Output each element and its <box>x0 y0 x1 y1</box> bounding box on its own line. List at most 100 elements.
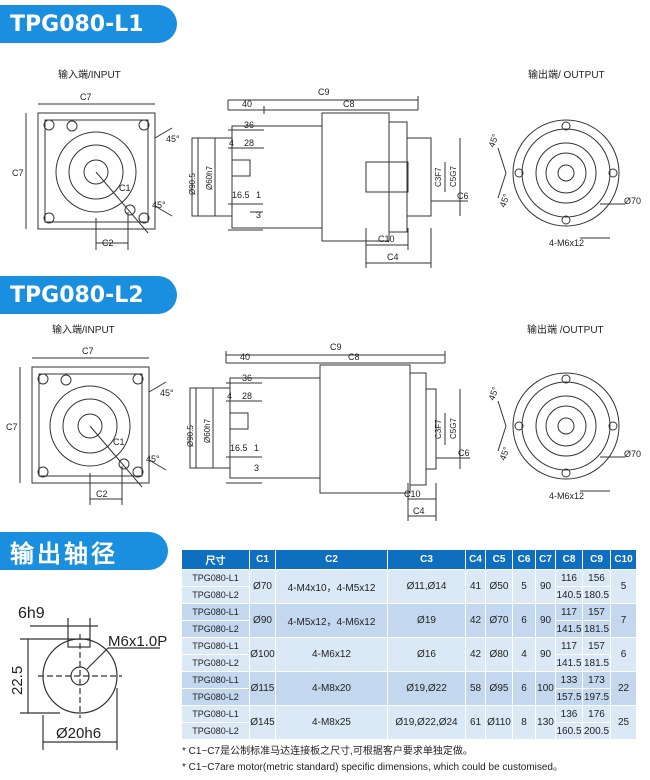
dim-d90-5: Ø90.5 <box>188 173 197 195</box>
l2-dim-c5: C5G7 <box>449 418 458 439</box>
dim-c1: C1 <box>119 183 131 193</box>
dim-4: 4 <box>229 138 234 148</box>
cell-c9: 181.5 <box>582 620 611 638</box>
cell-c8: 160.5 <box>555 722 583 740</box>
cell-c8: 141.5 <box>555 654 583 672</box>
cell-c8: 157.5 <box>555 688 583 706</box>
section-title-l2: TPG080-L2 <box>0 276 177 314</box>
l2-out-angle-45-b: 45° <box>497 445 511 462</box>
cell-c8: 141.5 <box>555 620 583 638</box>
l2-dim-c3: C3F7 <box>434 419 443 439</box>
l2-dim-40: 40 <box>240 352 250 362</box>
dim-c7-side: C7 <box>12 168 24 178</box>
cell-c9: 157 <box>582 637 611 655</box>
dim-28: 28 <box>244 138 254 148</box>
output-label-l2: 输出端 /OUTPUT <box>527 325 604 336</box>
cell-c9: 157 <box>582 603 611 621</box>
dim-c2: C2 <box>102 238 114 248</box>
cell-c5: Ø80 <box>485 637 513 672</box>
l2-dim-3: 3 <box>254 463 259 473</box>
cell-c1: Ø100 <box>249 637 276 672</box>
cell-c4: 58 <box>465 671 486 706</box>
table-row: TPG080-L2 141.5 181.5 <box>181 620 637 638</box>
section-title-l1: TPG080-L1 <box>0 5 177 43</box>
cell-c4: 42 <box>465 637 486 672</box>
shaft-width: 6h9 <box>18 605 45 622</box>
l2-dim-1: 1 <box>254 443 259 453</box>
table-row: TPG080-L2 140.5 180.5 <box>181 586 637 604</box>
dim-c8: C8 <box>343 99 355 109</box>
header-c8: C8 <box>555 549 583 570</box>
cell-c1: Ø115 <box>249 671 276 706</box>
table-header-row: 尺寸 C1 C2 C3 C4 C5 C6 C7 C8 C9 C10 <box>181 549 637 570</box>
cell-c5: Ø70 <box>485 603 513 638</box>
header-c9: C9 <box>582 549 611 570</box>
cell-c9: 197.5 <box>582 688 611 706</box>
cell-c8: 140.5 <box>555 586 583 604</box>
section-title-l2-text: TPG080-L2 <box>10 282 144 308</box>
model-cell: TPG080-L1 <box>181 637 250 655</box>
dim-c5: C5G7 <box>449 166 458 187</box>
l2-dim-c8: C8 <box>348 352 360 362</box>
shaft-height: 22.5 <box>9 666 26 695</box>
spec-table: 尺寸 C1 C2 C3 C4 C5 C6 C7 C8 C9 C10 TPG080… <box>181 549 637 740</box>
l2-dim-d60: Ø60h7 <box>203 418 212 443</box>
model-cell: TPG080-L1 <box>181 671 250 689</box>
section-title-shaft: 输出轴径 <box>0 532 168 570</box>
cell-c6: 6 <box>512 603 536 638</box>
model-cell: TPG080-L1 <box>181 569 250 587</box>
l2-dim-d90-5: Ø90.5 <box>186 425 195 447</box>
angle-45-a: 45° <box>166 134 180 144</box>
dim-d60: Ø60h7 <box>205 165 214 190</box>
table-row: TPG080-L2 141.5 181.5 <box>181 654 637 672</box>
cell-c10: 7 <box>610 603 637 638</box>
model-cell: TPG080-L2 <box>181 654 250 672</box>
cell-c9: 200.5 <box>582 722 611 740</box>
header-c10: C10 <box>610 549 637 570</box>
model-cell: TPG080-L1 <box>181 705 250 723</box>
cell-c3: Ø11,Ø14 <box>387 569 466 604</box>
cell-c5: Ø50 <box>485 569 513 604</box>
note-zh: * C1~C7是公制标准马达连接板之尺寸,可根据客户要求单独定做。 <box>182 746 473 757</box>
l2-dim-c2: C2 <box>96 489 108 499</box>
l2-dim-c6: C6 <box>458 448 470 458</box>
drawing-l2: C7 C7 C1 C2 45° 45° C9 C8 40 36 4 28 16.… <box>6 342 641 521</box>
cell-c1: Ø90 <box>249 603 276 638</box>
table-row: TPG080-L2 160.5 200.5 <box>181 722 637 740</box>
l2-dim-c9: C9 <box>330 342 342 352</box>
cell-c3: Ø19,Ø22,Ø24 <box>387 705 466 740</box>
cell-c7: 90 <box>535 603 556 638</box>
cell-c8: 136 <box>555 705 583 723</box>
l2-dim-c7-side: C7 <box>6 422 18 432</box>
cell-c10: 6 <box>610 637 637 672</box>
cell-c2: 4-M8x20 <box>275 671 388 706</box>
model-cell: TPG080-L1 <box>181 603 250 621</box>
shaft-drawing: 6h9 M6x1.0P 22.5 Ø20h6 <box>9 605 167 750</box>
cell-c4: 41 <box>465 569 486 604</box>
cell-c5: Ø95 <box>485 671 513 706</box>
cell-c1: Ø70 <box>249 569 276 604</box>
l2-dim-16-5: 16.5 <box>230 443 248 453</box>
l2-out-dim-d70: Ø70 <box>624 449 641 459</box>
cell-c2: 4-M8x25 <box>275 705 388 740</box>
l2-out-angle-45-a: 45° <box>486 385 500 402</box>
header-c4: C4 <box>465 549 486 570</box>
table-group-3: TPG080-L1 Ø100 4-M6x12 Ø16 42 Ø80 4 90 1… <box>181 637 637 672</box>
cell-c8: 117 <box>555 603 583 621</box>
cell-c7: 90 <box>535 569 556 604</box>
table-group-4: TPG080-L1 Ø115 4-M8x20 Ø19,Ø22 58 Ø95 6 … <box>181 671 637 706</box>
cell-c4: 42 <box>465 603 486 638</box>
cell-c9: 156 <box>582 569 611 587</box>
dim-c7-top: C7 <box>80 92 92 102</box>
output-label-l1: 输出端/ OUTPUT <box>528 70 605 81</box>
dim-1: 1 <box>256 190 261 200</box>
dim-40: 40 <box>242 99 252 109</box>
cell-c10: 25 <box>610 705 637 740</box>
l2-dim-4: 4 <box>227 391 232 401</box>
out-angle-45-a: 45° <box>486 132 500 149</box>
table-row: TPG080-L1 Ø70 4-M4x10，4-M5x12 Ø11,Ø14 41… <box>181 569 637 604</box>
header-c3: C3 <box>387 549 466 570</box>
header-c6: C6 <box>512 549 536 570</box>
cell-c10: 22 <box>610 671 637 706</box>
dim-36: 36 <box>244 120 254 130</box>
